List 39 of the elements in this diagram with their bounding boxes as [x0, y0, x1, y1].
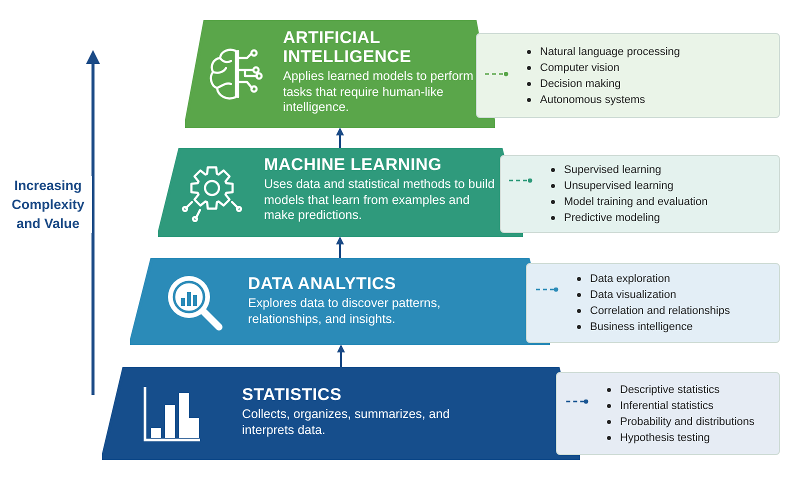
bullet-item: Data exploration	[590, 272, 670, 287]
layer-trapezoid	[130, 258, 550, 345]
layer-trapezoid	[158, 148, 523, 237]
layer-description: Collects, organizes, summarizes, and interprets data.	[242, 407, 451, 438]
layer-description: Explores data to discover patterns, relationships, and insights.	[248, 296, 442, 327]
list-panel	[476, 33, 780, 118]
list-panel	[556, 372, 780, 455]
layer-trapezoid	[185, 20, 495, 128]
dashed-connector	[536, 287, 558, 292]
dashed-connector	[485, 72, 508, 76]
layer-description: Applies learned models to perform tasks that require human-like intelligence.	[283, 69, 474, 116]
bullet-item: Probability and distributions	[620, 414, 755, 430]
dashed-connector	[566, 399, 588, 404]
bullet-item: Unsupervised learning	[564, 179, 674, 194]
bullet-item: Autonomous systems	[540, 92, 646, 108]
list-panel	[526, 263, 780, 343]
bullet-item: Business intelligence	[590, 320, 693, 335]
bullet-item: Inferential statistics	[620, 398, 714, 414]
bullet-item: Predictive modeling	[564, 211, 660, 226]
dashed-connector	[509, 178, 532, 183]
layer-title: ARTIFICIAL INTELLIGENCE	[283, 28, 412, 66]
bullet-item: Data visualization	[590, 288, 676, 303]
layer-trapezoid	[102, 367, 580, 460]
layer-title: STATISTICS	[242, 385, 343, 404]
bullet-item: Decision making	[540, 76, 621, 92]
bullet-item: Natural language processing	[540, 44, 680, 60]
list-panel	[500, 155, 780, 233]
bullet-item: Hypothesis testing	[620, 430, 710, 446]
layer-description: Uses data and statistical methods to build models that learn from examples and make predictions.	[264, 177, 496, 224]
arrow	[336, 127, 344, 148]
bullet-item: Correlation and relationships	[590, 304, 730, 319]
layer-title: DATA ANALYTICS	[248, 274, 398, 293]
bullet-item: Descriptive statistics	[620, 382, 720, 398]
layer-title: MACHINE LEARNING	[264, 155, 443, 174]
arrow	[337, 344, 345, 367]
arrow	[336, 236, 344, 258]
bullet-item: Model training and evaluation	[564, 195, 708, 210]
bullet-item: Supervised learning	[564, 163, 662, 178]
bullet-item: Computer vision	[540, 60, 620, 76]
